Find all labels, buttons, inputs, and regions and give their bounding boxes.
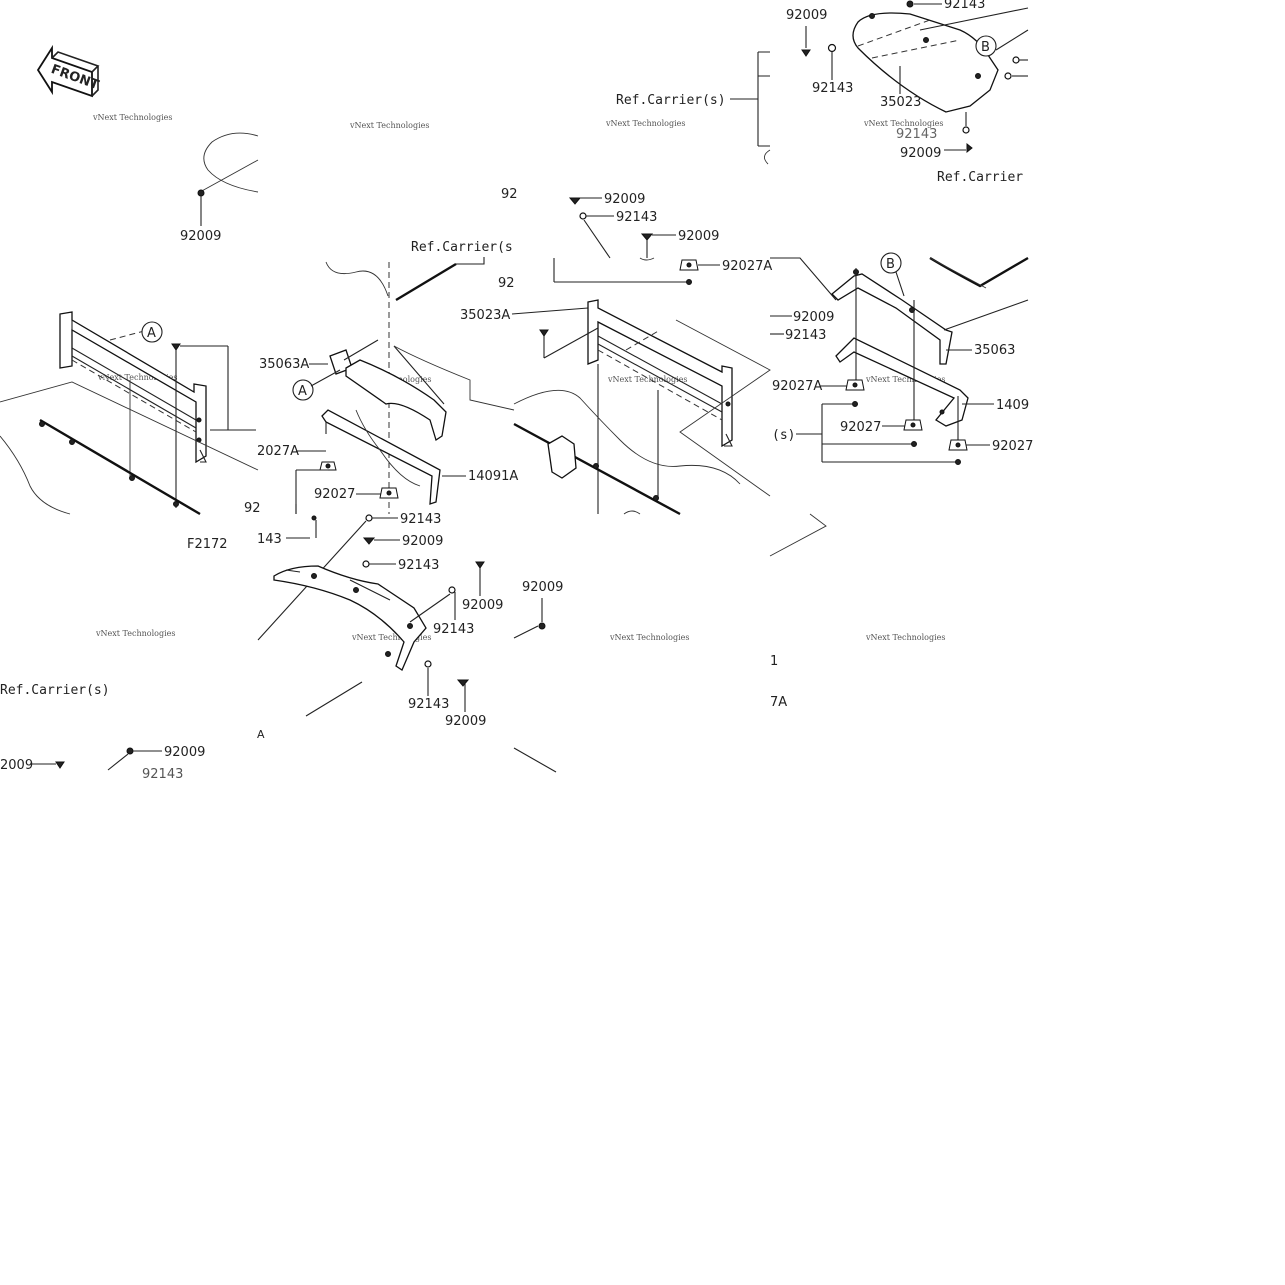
part-label: 14091A bbox=[468, 469, 518, 484]
part-label: 92009 bbox=[180, 229, 221, 244]
part-label: 92143 bbox=[400, 512, 441, 527]
part-label: 92027A bbox=[722, 259, 772, 274]
front-arrow-icon: FRONT bbox=[36, 44, 101, 98]
callout-a: A bbox=[147, 326, 156, 341]
tile-top-right: 92009 92143 92143 35023 B 92009 92143 Re… bbox=[786, 0, 1029, 185]
part-label: 92027A bbox=[772, 379, 822, 394]
ref-label: Ref.Carrier(s) bbox=[616, 93, 726, 108]
watermark-text: vNext Technologies bbox=[351, 633, 431, 642]
tile-bottom-center-left-fender: 143 92143 92009 92143 92143 92009 92143 … bbox=[257, 512, 503, 741]
part-label: 92143 bbox=[812, 81, 853, 96]
part-label: 35063A bbox=[259, 357, 309, 372]
part-label: 2027A bbox=[257, 444, 299, 459]
tile-right-bar: B 92009 92143 35063 1409 92027A (s) 9202… bbox=[770, 252, 1033, 465]
fragment-text: A bbox=[257, 728, 265, 741]
part-label: 92143 bbox=[616, 210, 657, 225]
tile-top-left: 92009 bbox=[180, 132, 259, 244]
part-label: 92143 bbox=[398, 558, 439, 573]
fragment-text: 7A bbox=[770, 695, 787, 710]
part-label: 92 bbox=[501, 187, 518, 202]
part-label: 92143 bbox=[896, 127, 937, 142]
watermark-layer: vNext Technologies vNext Technologies vN… bbox=[92, 113, 945, 642]
tile-bottom-left: F2172 Ref.Carrier(s) 2009 92009 92143 bbox=[0, 537, 228, 782]
part-label: 92143 bbox=[785, 328, 826, 343]
watermark-text: vNext Technologies bbox=[865, 633, 945, 642]
part-label: 92009 bbox=[402, 534, 443, 549]
ref-label: Ref.Carrier(s) bbox=[0, 683, 110, 698]
tile-center-left-bar: Ref.Carrier(s 35063A A 14091A 2027A 9202… bbox=[244, 240, 518, 516]
part-label: 92027 bbox=[992, 439, 1033, 454]
part-label: 92009 bbox=[522, 580, 563, 595]
part-label: 2009 bbox=[0, 758, 33, 773]
part-label: 92143 bbox=[944, 0, 985, 12]
part-label: 92009 bbox=[900, 146, 941, 161]
watermark-text: vNext Technologies bbox=[609, 633, 689, 642]
part-label: 92009 bbox=[445, 714, 486, 729]
part-label: 35063 bbox=[974, 343, 1015, 358]
watermark-text: vNext Technologies bbox=[605, 119, 685, 128]
part-label: 92 bbox=[498, 276, 515, 291]
part-label: 92009 bbox=[786, 8, 827, 23]
part-label: 92009 bbox=[678, 229, 719, 244]
part-label: 92 bbox=[244, 501, 261, 516]
watermark-text: vNext Technologies bbox=[865, 375, 945, 384]
watermark-text: vNext Technologies bbox=[97, 373, 177, 382]
watermark-text: vNext Technologies bbox=[607, 375, 687, 384]
part-label: 92143 bbox=[433, 622, 474, 637]
part-label: 143 bbox=[257, 532, 282, 547]
part-label: 1409 bbox=[996, 398, 1029, 413]
watermark-text: vNext Technologies bbox=[92, 113, 172, 122]
ref-label: Ref.Carrier bbox=[937, 170, 1023, 185]
callout-b: B bbox=[886, 257, 895, 272]
tile-center-right-rack: 92 92 92009 92143 92009 92027A 35023A bbox=[460, 187, 772, 516]
part-label: 92009 bbox=[604, 192, 645, 207]
figure-code: F2172 bbox=[187, 537, 228, 552]
ref-label: (s) bbox=[772, 428, 795, 443]
watermark-text: vNext Technologies bbox=[863, 119, 943, 128]
watermark-text: vNext Technologies bbox=[95, 629, 175, 638]
part-label: 92009 bbox=[462, 598, 503, 613]
tile-left-rack: A bbox=[0, 311, 259, 516]
part-label: 92009 bbox=[793, 310, 834, 325]
part-label: 35023 bbox=[880, 95, 921, 110]
watermark-text: vNext Technologies bbox=[349, 121, 429, 130]
ref-label: Ref.Carrier(s bbox=[411, 240, 513, 255]
fragment-text: 1 bbox=[770, 654, 778, 669]
part-label: 92027 bbox=[314, 487, 355, 502]
part-label: 92027 bbox=[840, 420, 881, 435]
part-label: 35023A bbox=[460, 308, 510, 323]
callout-b: B bbox=[981, 40, 990, 55]
tile-bottom-center-right: 92009 bbox=[513, 510, 641, 773]
part-label: 92143 bbox=[408, 697, 449, 712]
tile-top-center-right: Ref.Carrier(s) bbox=[616, 51, 771, 165]
part-label: 92009 bbox=[164, 745, 205, 760]
tile-bottom-right: 1 7A bbox=[769, 513, 827, 710]
part-label: 92143 bbox=[142, 767, 183, 782]
callout-a: A bbox=[298, 384, 307, 399]
